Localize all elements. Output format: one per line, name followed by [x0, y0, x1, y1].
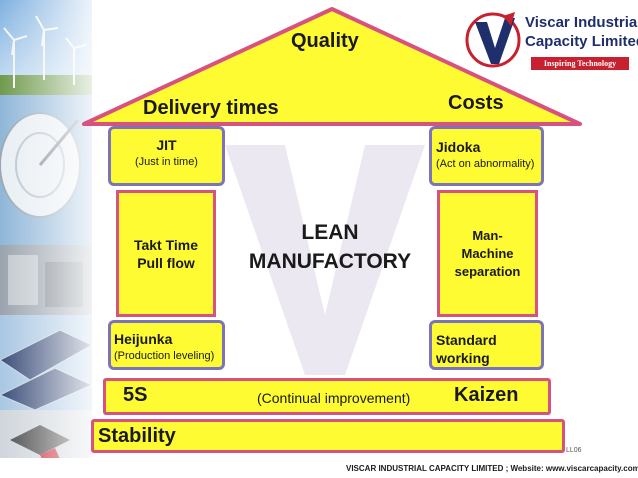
jit-title: JIT	[156, 137, 177, 153]
standard-label: Standard	[436, 332, 497, 348]
five-s-label: 5S	[123, 384, 148, 406]
logo-name-line1: Viscar Industrial	[525, 14, 638, 31]
photo-strip	[0, 0, 92, 478]
footer: VISCAR INDUSTRIAL CAPACITY LIMITED ; Web…	[0, 458, 638, 478]
kaizen-bar	[103, 378, 551, 415]
stability-bar	[91, 419, 565, 453]
roof	[82, 7, 582, 126]
takt-time-label: Takt Time	[133, 237, 199, 253]
roof-title: Quality	[291, 30, 359, 52]
stability-label: Stability	[98, 425, 176, 447]
machine-label: Machine	[461, 246, 514, 261]
roof-right-label: Costs	[448, 92, 504, 114]
kaizen-label: Kaizen	[454, 384, 519, 406]
jit-subtitle: (Just in time)	[135, 156, 198, 168]
footer-text: VISCAR INDUSTRIAL CAPACITY LIMITED ; Web…	[346, 464, 638, 473]
slide-code: LL06	[566, 447, 582, 454]
takt-time-column	[116, 190, 216, 317]
logo: Viscar Industrial Capacity Limited Inspi…	[465, 6, 638, 76]
heijunka-subtitle: (Production leveling)	[114, 350, 215, 362]
jidoka-box	[429, 126, 544, 186]
center-line1: LEAN	[301, 221, 359, 244]
jidoka-title: Jidoka	[436, 139, 481, 155]
logo-name-line2: Capacity Limited	[525, 33, 638, 50]
continual-improvement-label: (Continual improvement)	[257, 390, 411, 406]
man-machine-column	[437, 190, 538, 317]
jit-box	[108, 126, 225, 186]
center-line2: MANUFACTORY	[248, 250, 412, 273]
logo-tagline: Inspiring Technology	[531, 57, 629, 70]
separation-label: separation	[454, 264, 521, 279]
logo-mark-icon	[465, 12, 521, 68]
man-label: Man-	[472, 228, 503, 243]
heijunka-box	[108, 320, 225, 370]
jidoka-subtitle: (Act on abnormality)	[436, 158, 535, 170]
roof-left-label: Delivery times	[143, 97, 279, 119]
photo-strip-image	[0, 0, 92, 478]
standard-working-box	[429, 320, 544, 370]
watermark-v	[225, 145, 425, 375]
pull-flow-label: Pull flow	[137, 255, 195, 271]
working-label: working	[436, 350, 490, 366]
heijunka-title: Heijunka	[114, 331, 173, 347]
